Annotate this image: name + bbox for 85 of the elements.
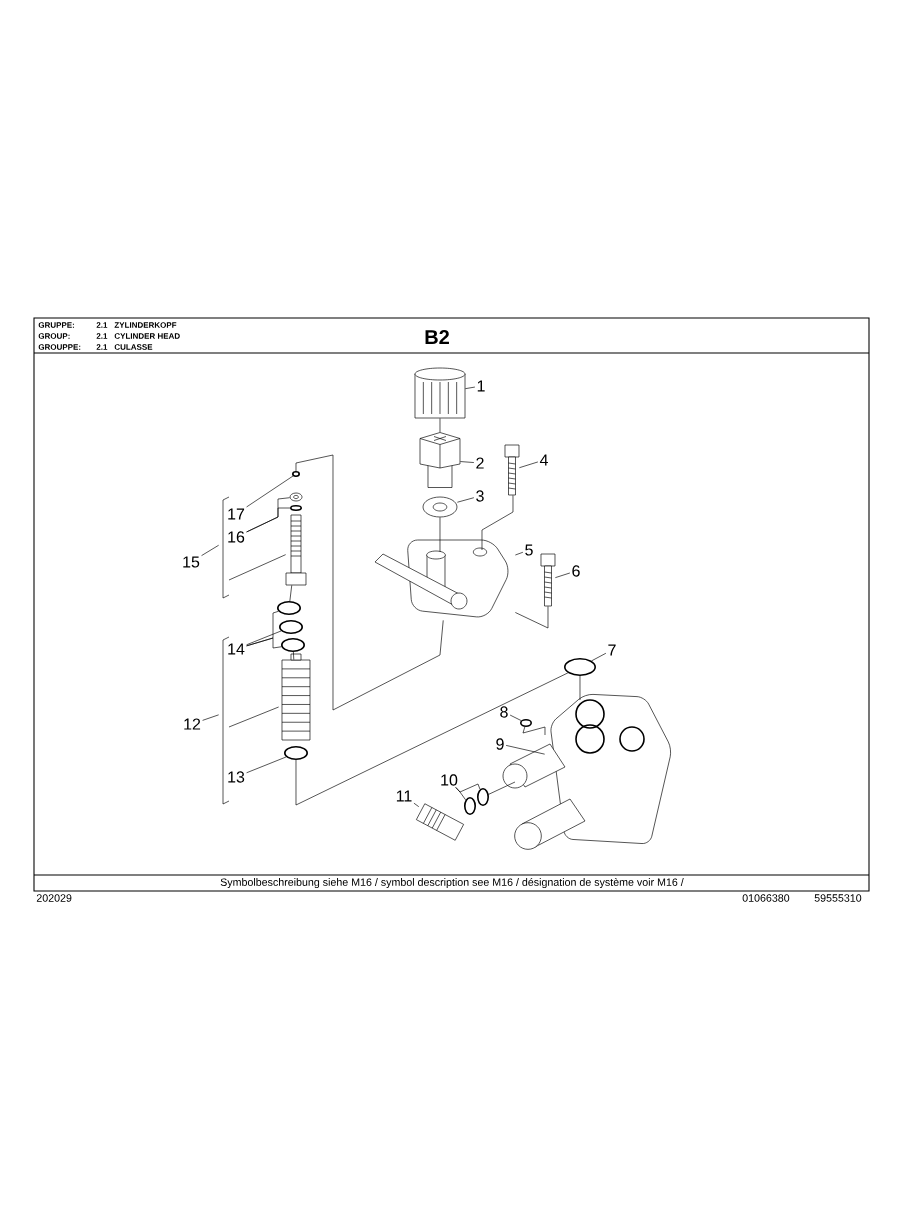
header-text: CYLINDER HEAD	[114, 333, 180, 339]
callout-number: 8	[500, 706, 508, 718]
callout-number: 14	[228, 643, 245, 655]
leader-line	[515, 606, 549, 629]
leader-line	[460, 461, 475, 463]
o-ring	[279, 620, 303, 634]
callout-number: 17	[228, 508, 245, 520]
bracket	[222, 496, 230, 599]
header-text: ZYLINDERKOPF	[114, 322, 177, 328]
leader-line	[246, 475, 294, 508]
o-ring	[290, 505, 302, 511]
o-ring	[464, 797, 476, 815]
part-drawing	[281, 653, 311, 741]
leader-line	[505, 745, 545, 755]
part-drawing	[414, 367, 466, 419]
callout-number: 12	[184, 718, 201, 730]
part-drawing	[540, 553, 556, 607]
callout-number: 6	[572, 565, 580, 577]
sheet-number: B2	[425, 330, 449, 344]
part-drawing	[502, 694, 671, 850]
part-drawing	[289, 492, 303, 502]
o-ring	[477, 788, 489, 806]
callout-number: 15	[183, 556, 200, 568]
callout-number: 9	[496, 738, 504, 750]
callout-number: 4	[539, 454, 548, 466]
leader-line	[289, 585, 293, 602]
header-text: CULASSE	[114, 344, 153, 350]
leader-line	[246, 630, 282, 646]
callout-number: 1	[477, 380, 485, 392]
footer-note: Symbolbeschreibung siehe M16 / symbol description see M16 / désignation de système voir M16 /	[220, 877, 684, 889]
leader-line	[555, 572, 571, 578]
part-number: 59555310	[814, 894, 862, 902]
part-drawing	[285, 514, 307, 586]
header-text: 2.1	[96, 322, 108, 328]
header-text: GROUPPE:	[38, 344, 81, 350]
callout-number: 3	[476, 490, 484, 502]
callout-number: 16	[228, 531, 245, 543]
o-ring	[520, 719, 532, 727]
leader-line	[295, 454, 444, 711]
callout-number: 11	[396, 790, 412, 802]
part-drawing	[504, 444, 520, 496]
leader-line	[202, 714, 219, 721]
o-ring	[281, 638, 305, 652]
leader-line	[295, 672, 569, 806]
o-ring	[277, 601, 301, 615]
o-ring	[564, 658, 596, 676]
part-number: 01066380	[742, 894, 790, 902]
leader-line	[228, 706, 279, 728]
o-ring	[284, 746, 308, 760]
leader-line	[439, 418, 441, 433]
leader-line	[246, 637, 282, 649]
part-drawing	[416, 803, 464, 841]
leader-line	[591, 652, 607, 662]
bracket	[222, 636, 230, 805]
header-text: 2.1	[96, 344, 108, 350]
callout-number: 10	[441, 774, 458, 786]
leader-line	[509, 714, 522, 721]
leader-line	[246, 756, 287, 774]
leader-line	[228, 554, 286, 581]
header-text: 2.1	[96, 333, 108, 339]
leader-line	[465, 386, 476, 390]
leader-line	[481, 495, 514, 551]
leader-line	[246, 507, 291, 533]
drawing-number: 202029	[36, 894, 72, 902]
callout-number: 13	[228, 771, 245, 783]
callout-number: 7	[608, 644, 616, 656]
leader-line	[579, 675, 581, 701]
part-drawing	[422, 496, 458, 518]
header-text: GRUPPE:	[38, 322, 74, 328]
leader-line	[457, 497, 475, 503]
callout-number: 5	[525, 544, 533, 556]
header-text: GROUP:	[38, 333, 70, 339]
o-ring	[292, 471, 300, 477]
part-drawing	[374, 539, 509, 618]
leader-line	[293, 651, 295, 660]
callout-number: 2	[476, 457, 484, 469]
leader-line	[201, 544, 219, 556]
leader-line	[519, 461, 539, 469]
part-drawing	[419, 432, 461, 488]
leader-line	[515, 551, 524, 556]
leader-line	[522, 726, 546, 736]
leader-line	[439, 517, 441, 553]
leader-line	[455, 783, 481, 793]
leader-line	[413, 802, 420, 807]
leader-line	[488, 781, 516, 795]
